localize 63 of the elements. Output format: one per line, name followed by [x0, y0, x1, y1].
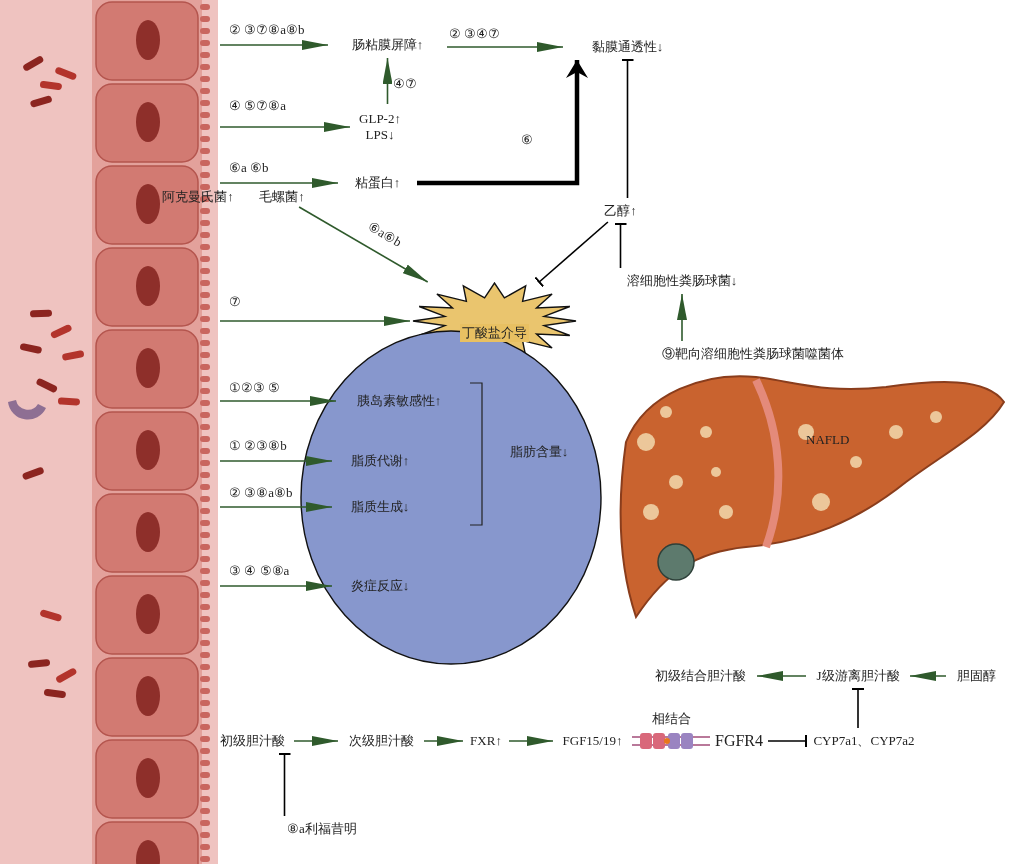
node-label: 粘蛋白↑	[340, 172, 415, 194]
node-label: 丁酸盐介导	[460, 324, 529, 342]
node-label: GLP-2↑	[359, 111, 401, 127]
arrow	[219, 581, 333, 591]
node-label: FXR↑	[465, 730, 507, 752]
node-label: FGFR4	[712, 729, 766, 753]
node-label: 脂肪含量↓	[495, 441, 583, 463]
node-label: 阿克曼氏菌↑	[156, 187, 240, 207]
arrow	[446, 42, 564, 52]
node-label: 溶细胞性粪肠球菌↓	[612, 270, 752, 292]
node-label: ⑨靶向溶细胞性粪肠球菌噬菌体	[645, 343, 860, 365]
node-label: 黏膜通透性↓	[565, 36, 690, 58]
node-label: 炎症反应↓	[334, 575, 426, 597]
node-label: LPS↓	[365, 127, 395, 143]
inhibition-line	[534, 221, 609, 288]
arrow	[219, 502, 333, 512]
node-label: NAFLD	[806, 432, 850, 448]
arrow	[219, 178, 339, 188]
arrow	[219, 40, 329, 50]
node-label: 初级结合胆汁酸	[645, 665, 755, 687]
node-label: 肠粘膜屏障↑	[330, 34, 445, 56]
node-label: 乙醇↑	[598, 200, 643, 222]
edge-label: ①②③ ⑤	[228, 380, 282, 395]
edge-label: ① ②③⑧b	[228, 438, 288, 453]
node-label: 脂质代谢↑	[334, 450, 426, 472]
inhibition-line	[767, 734, 807, 748]
arrow	[219, 122, 351, 132]
inhibition-line	[620, 59, 635, 199]
edge-label: ⑥	[520, 132, 534, 147]
edge-label: ⑥a ⑥b	[228, 160, 270, 175]
arrow	[417, 60, 588, 186]
edge-label: ④⑦	[392, 76, 418, 91]
node-label: J级游离胆汁酸	[808, 665, 908, 687]
arrow	[219, 456, 333, 466]
node-label: CYP7a1、CYP7a2	[808, 730, 920, 752]
node-label: FGF15/19↑	[555, 730, 630, 752]
node-label: 相结合	[651, 710, 691, 728]
arrow	[508, 736, 554, 746]
node-label: ⑧a利福昔明	[277, 818, 367, 840]
inhibition-line	[613, 223, 628, 269]
arrow	[677, 293, 687, 342]
inhibition-line	[277, 753, 292, 817]
arrow	[219, 396, 337, 406]
node-label: 毛螺菌↑	[252, 187, 312, 207]
node-label: 胰岛素敏感性↑	[338, 390, 460, 412]
edge-label: ② ③⑧a⑧b	[228, 485, 294, 500]
arrow	[423, 736, 464, 746]
arrow	[756, 671, 807, 681]
edge-label: ② ③⑦⑧a⑧b	[228, 22, 306, 37]
edge-label: ③ ④ ⑤⑧a	[228, 563, 291, 578]
arrow	[382, 57, 393, 105]
arrow	[298, 206, 429, 283]
arrow	[219, 316, 411, 326]
node-label: 次级胆汁酸	[340, 730, 422, 752]
node-label: 脂质生成↓	[334, 496, 426, 518]
edge-label: ⑦	[228, 294, 242, 309]
node-label: 胆固醇	[948, 665, 1004, 687]
arrow	[293, 736, 339, 746]
node-label: 初级胆汁酸	[212, 730, 292, 752]
edge-label: ④ ⑤⑦⑧a	[228, 98, 288, 113]
inhibition-line	[851, 688, 865, 729]
arrow	[909, 671, 947, 681]
edge-label: ② ③④⑦	[448, 26, 502, 41]
